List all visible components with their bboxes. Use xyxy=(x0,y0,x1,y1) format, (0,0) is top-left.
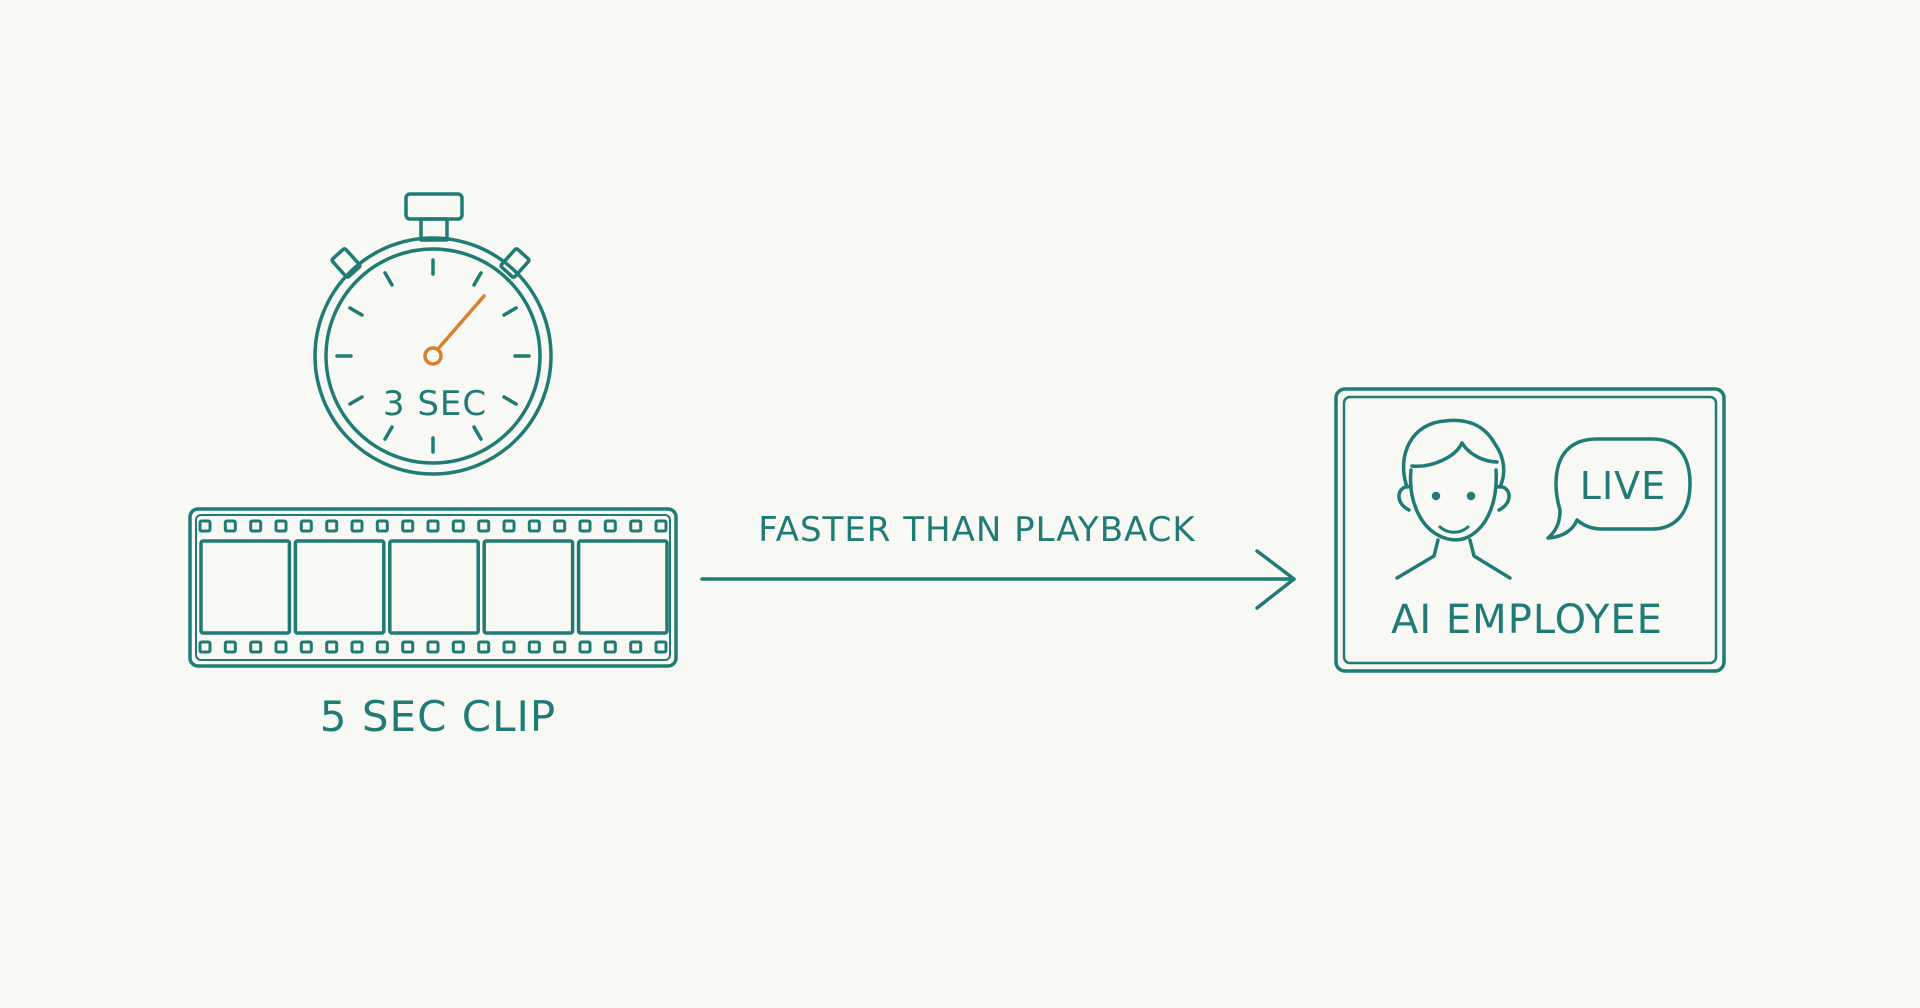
stopwatch-hand xyxy=(423,294,486,366)
film-perforation xyxy=(603,519,617,533)
film-strip-label: 5 SEC CLIP xyxy=(320,692,556,741)
stopwatch-tick xyxy=(502,395,518,406)
avatar-shoulders xyxy=(1395,538,1512,580)
film-perforation xyxy=(426,640,440,654)
avatar-face xyxy=(1408,468,1498,542)
ai-employee-label: AI EMPLOYEE xyxy=(1391,597,1663,643)
film-strip-outer xyxy=(188,507,678,668)
stopwatch-inner-ring xyxy=(324,247,542,465)
avatar-left-eye xyxy=(1431,491,1441,501)
person-avatar-icon xyxy=(1395,418,1512,580)
avatar-hair xyxy=(1401,418,1506,489)
film-perforation xyxy=(527,640,541,654)
stopwatch-tick xyxy=(502,306,518,317)
film-perforation xyxy=(249,640,263,654)
film-frame xyxy=(293,539,386,635)
film-perforation xyxy=(325,519,339,533)
stopwatch-tick xyxy=(383,271,394,287)
film-perforation xyxy=(451,519,465,533)
film-perforation xyxy=(553,640,567,654)
film-perforation xyxy=(477,640,491,654)
film-perforation xyxy=(350,519,364,533)
film-perforation xyxy=(603,640,617,654)
film-perforation xyxy=(502,519,516,533)
film-strip-icon xyxy=(188,507,678,668)
film-perforation xyxy=(629,519,643,533)
stopwatch-tick xyxy=(472,271,483,287)
avatar-left-ear xyxy=(1397,485,1413,512)
card-inner-border xyxy=(1342,395,1718,665)
avatar-smile xyxy=(1438,525,1470,534)
film-perforation xyxy=(451,640,465,654)
film-perforation xyxy=(274,519,288,533)
avatar-right-ear xyxy=(1495,485,1511,512)
film-perforation xyxy=(223,519,237,533)
film-perforations xyxy=(198,519,668,654)
film-perforation xyxy=(223,640,237,654)
film-perforation xyxy=(375,519,389,533)
film-perforation xyxy=(477,519,491,533)
avatar-fringe xyxy=(1410,441,1499,468)
film-perforation xyxy=(375,640,389,654)
film-perforation xyxy=(654,640,668,654)
arrow-head xyxy=(1255,549,1296,610)
film-frame xyxy=(199,539,292,635)
live-bubble-label: LIVE xyxy=(1580,464,1666,508)
film-perforation xyxy=(249,519,263,533)
film-frame xyxy=(388,539,480,635)
film-perforation xyxy=(299,519,313,533)
stopwatch-ticks xyxy=(335,258,531,454)
film-perforation xyxy=(299,640,313,654)
stopwatch-tick xyxy=(383,425,394,441)
film-perforation xyxy=(654,519,668,533)
film-perforation xyxy=(629,640,643,654)
card-outer-border xyxy=(1334,387,1726,673)
film-perforation xyxy=(274,640,288,654)
stopwatch-outer-ring xyxy=(313,236,553,476)
film-perforation xyxy=(401,640,415,654)
stopwatch-tick xyxy=(472,425,483,441)
arrow-right-icon xyxy=(700,549,1296,610)
film-perforation xyxy=(198,519,212,533)
ai-employee-card xyxy=(1334,387,1726,673)
arrow-label: FASTER THAN PLAYBACK xyxy=(758,510,1196,550)
film-perforation xyxy=(527,519,541,533)
film-perforation xyxy=(553,519,567,533)
film-perforation xyxy=(350,640,364,654)
stopwatch-label: 3 SEC xyxy=(383,384,487,424)
film-perforation xyxy=(502,640,516,654)
stopwatch-tick xyxy=(348,395,364,406)
stopwatch-left-button xyxy=(330,247,362,279)
film-perforation xyxy=(401,519,415,533)
avatar-right-eye xyxy=(1466,491,1476,501)
stopwatch-stem xyxy=(419,217,449,242)
film-frame xyxy=(482,539,575,635)
film-perforation xyxy=(325,640,339,654)
film-frames xyxy=(199,539,669,635)
film-perforation xyxy=(426,519,440,533)
stopwatch-tick xyxy=(348,306,364,317)
stopwatch-icon xyxy=(313,192,553,476)
stopwatch-crown xyxy=(404,192,464,221)
film-strip-inner xyxy=(195,514,671,661)
stopwatch-right-button xyxy=(499,247,531,279)
film-perforation xyxy=(578,519,592,533)
film-perforation xyxy=(198,640,212,654)
film-perforation xyxy=(578,640,592,654)
live-speech-bubble xyxy=(1546,437,1692,540)
film-frame xyxy=(576,539,669,635)
